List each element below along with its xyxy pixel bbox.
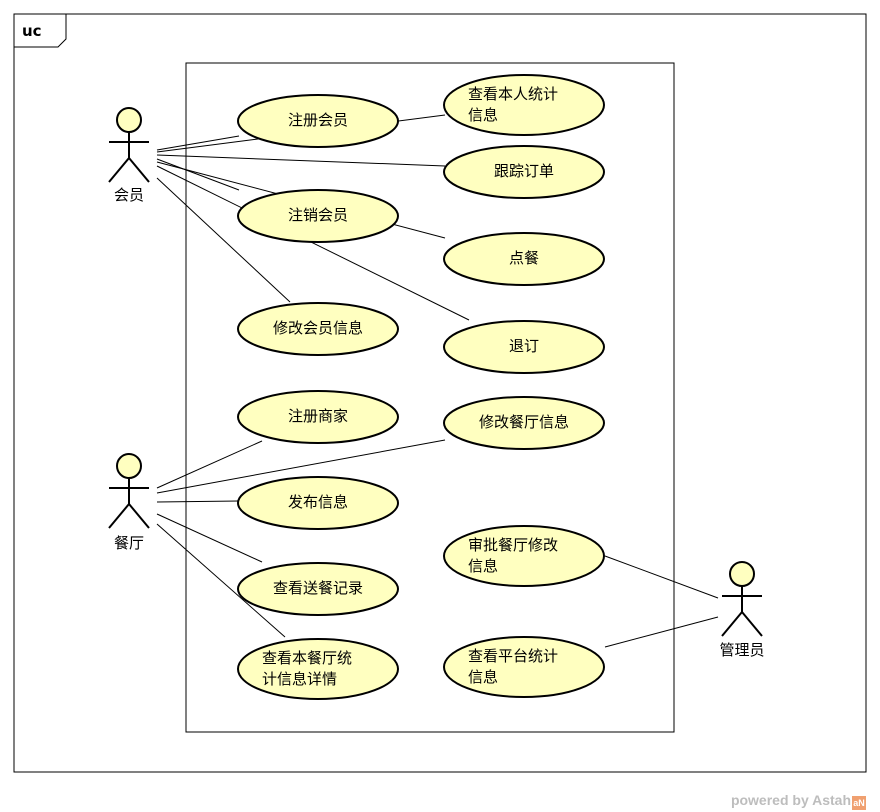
use-case-label-cancel-member: 注销会员 (287, 206, 348, 224)
association-line-member (156, 177, 291, 303)
association-line-restaurant (156, 500, 240, 503)
use-case-view-platform-stats[interactable] (443, 636, 605, 698)
association-line-restaurant (156, 513, 263, 563)
use-case-publish-info[interactable] (237, 476, 399, 530)
association-line-admin (604, 616, 719, 648)
association-line-restaurant (156, 440, 263, 489)
association-line-member (156, 158, 240, 191)
use-case-label-cancel-order: 退订 (508, 337, 539, 355)
association-line-member (156, 154, 446, 167)
frame-tab (14, 14, 67, 48)
use-case-label-order-meal: 点餐 (508, 249, 539, 267)
use-case-cancel-order[interactable] (443, 320, 605, 374)
actor-member[interactable] (108, 107, 150, 183)
use-case-label-edit-member-info: 修改会员信息 (272, 319, 363, 337)
use-case-label-approve-restaurant-changes: 审批餐厅修改 信息 (468, 536, 559, 575)
use-case-label-track-order: 跟踪订单 (493, 162, 554, 180)
actor-limb (128, 503, 150, 529)
use-case-approve-restaurant-changes[interactable] (443, 525, 605, 587)
use-case-label-edit-restaurant-info: 修改餐厅信息 (478, 413, 569, 431)
use-case-track-order[interactable] (443, 145, 605, 199)
association-line-restaurant (156, 523, 286, 638)
watermark-text: powered by Astah (730, 792, 851, 808)
frame-label: uc (22, 22, 42, 40)
use-case-register-merchant[interactable] (237, 390, 399, 444)
use-case-cancel-member[interactable] (237, 189, 399, 243)
astah-logo-icon: aN (852, 796, 866, 810)
actor-limb (108, 503, 130, 529)
actor-head (116, 453, 142, 479)
use-case-edit-member-info[interactable] (237, 302, 399, 356)
actors (108, 107, 763, 637)
use-cases (237, 74, 605, 700)
actor-admin[interactable] (721, 561, 763, 637)
association-line-member (156, 135, 240, 151)
actor-label-admin: 管理员 (719, 641, 765, 659)
actor-limb (741, 611, 763, 637)
use-case-label-view-delivery-records: 查看送餐记录 (272, 579, 363, 597)
use-case-register-member[interactable] (237, 94, 399, 148)
use-case-edit-restaurant-info[interactable] (443, 396, 605, 450)
actor-limb (128, 157, 150, 183)
actor-head (729, 561, 755, 587)
use-case-view-own-stats[interactable] (443, 74, 605, 136)
association-line-member (156, 165, 470, 321)
actor-head (116, 107, 142, 133)
actor-restaurant[interactable] (108, 453, 150, 529)
use-case-label-view-own-stats: 查看本人统计 信息 (468, 85, 559, 124)
actor-limb (721, 611, 743, 637)
use-case-label-register-merchant: 注册商家 (287, 407, 348, 425)
association-line-restaurant (156, 439, 446, 494)
actor-limb (108, 157, 130, 183)
use-case-label-publish-info: 发布信息 (287, 493, 348, 511)
association-line-admin (604, 555, 719, 599)
use-case-label-register-member: 注册会员 (287, 111, 348, 129)
use-case-label-view-restaurant-stats: 查看本餐厅统 计信息详情 (262, 649, 353, 688)
use-case-view-delivery-records[interactable] (237, 562, 399, 616)
actor-label-restaurant: 餐厅 (113, 534, 144, 552)
use-case-label-view-platform-stats: 查看平台统计 信息 (468, 647, 559, 686)
use-case-view-restaurant-stats[interactable] (237, 638, 399, 700)
use-case-order-meal[interactable] (443, 232, 605, 286)
actor-label-member: 会员 (113, 186, 144, 204)
